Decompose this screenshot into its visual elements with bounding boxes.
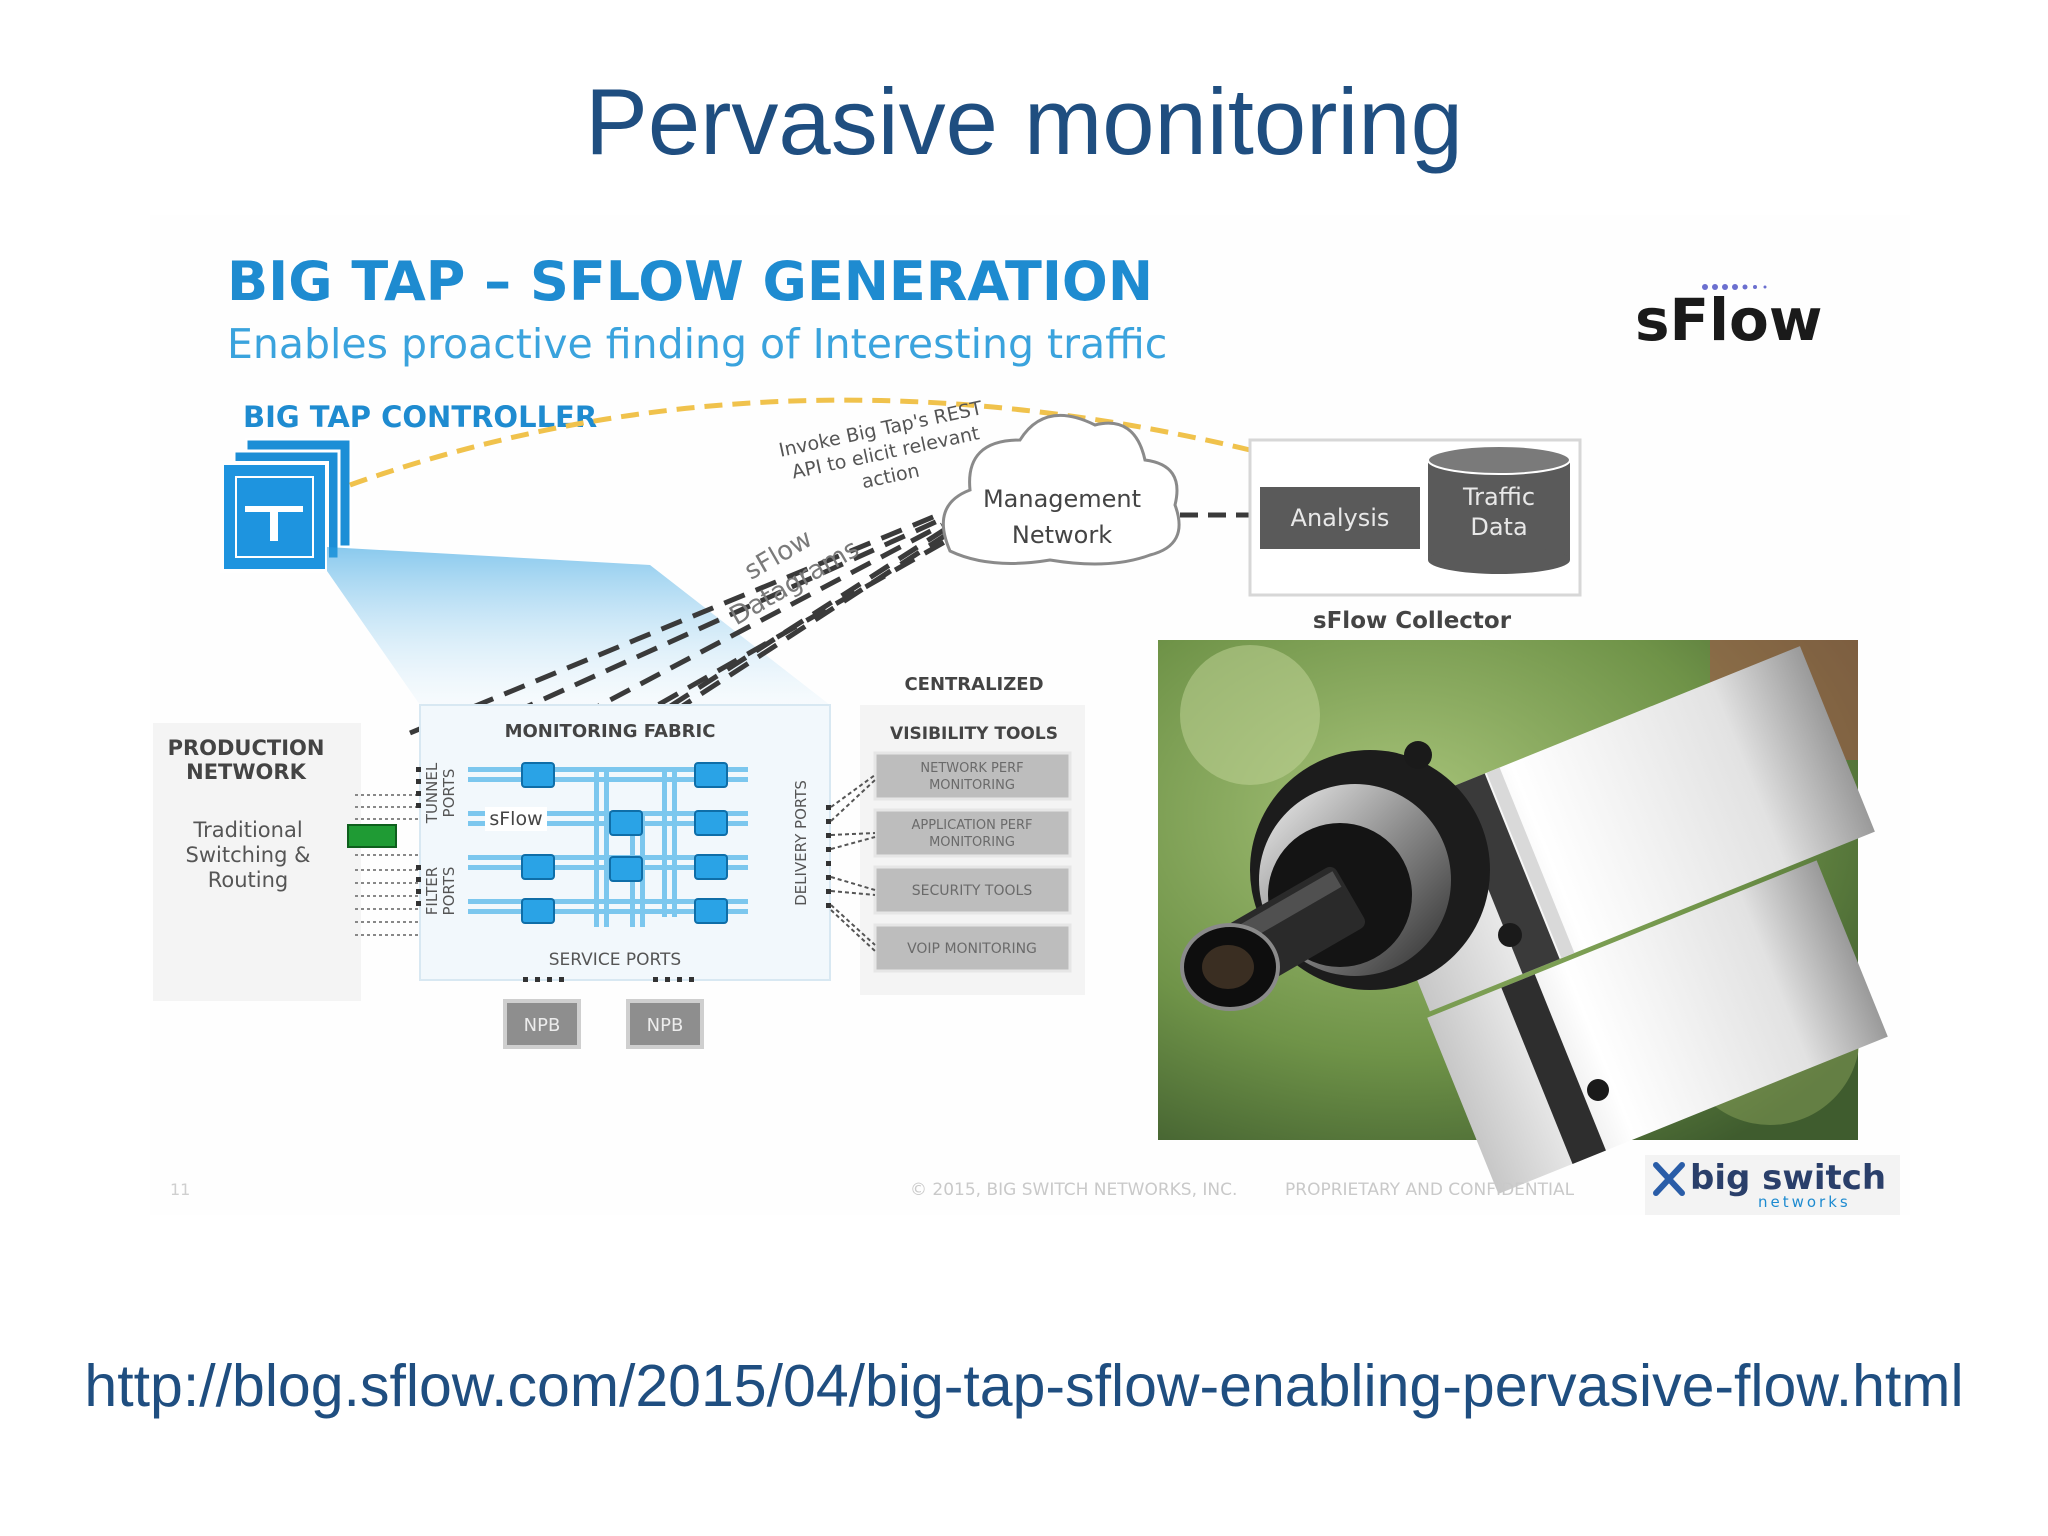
- big-switch-x-icon: [1653, 1162, 1685, 1196]
- tool-label-4: VOIP MONITORING: [907, 941, 1037, 957]
- sflow-tag-bg: [485, 807, 547, 831]
- tool-label-1a: NETWORK PERF: [920, 761, 1023, 776]
- sflow-tag: sFlow: [489, 808, 542, 830]
- controller-beam: [327, 547, 830, 705]
- filter-ports-line-1: FILTER: [423, 867, 441, 915]
- telescope-photo: [1158, 640, 1888, 1194]
- production-network: PRODUCTION NETWORK Traditional Switching…: [153, 723, 420, 1001]
- embedded-copyright: © 2015, BIG SWITCH NETWORKS, INC.: [910, 1180, 1237, 1200]
- tool-voip: VOIP MONITORING: [873, 923, 1072, 973]
- centralized-label: CENTRALIZED: [904, 674, 1043, 695]
- tool-label-1b: MONITORING: [929, 778, 1015, 793]
- traditional-line-3: Routing: [208, 868, 289, 892]
- embedded-diagram: BIG TAP – SFLOW GENERATION Enables proac…: [150, 215, 1910, 1215]
- big-switch-sub: networks: [1758, 1193, 1851, 1211]
- collector-label: sFlow Collector: [1313, 608, 1512, 634]
- management-label-line-2: Network: [1012, 521, 1112, 549]
- traffic-data-line-2: Data: [1470, 513, 1527, 541]
- npb-label-1: NPB: [524, 1015, 561, 1036]
- visibility-tools-label: VISIBILITY TOOLS: [890, 724, 1058, 744]
- source-url[interactable]: http://blog.sflow.com/2015/04/big-tap-sf…: [84, 1353, 1964, 1419]
- traditional-line-1: Traditional: [192, 818, 302, 842]
- analysis-label: Analysis: [1291, 504, 1390, 532]
- diagram-subheading: Enables proactive finding of Interesting…: [227, 320, 1167, 368]
- delivery-ports-label: DELIVERY PORTS: [792, 780, 810, 906]
- fabric-switches: [521, 762, 728, 924]
- big-switch-logo: big switch networks: [1645, 1155, 1900, 1215]
- traditional-line-2: Switching &: [186, 843, 311, 867]
- controller-icon: [220, 437, 353, 573]
- big-switch-name: big switch: [1690, 1158, 1886, 1198]
- tool-label-2b: MONITORING: [929, 835, 1015, 850]
- analysis-box: [1260, 487, 1420, 549]
- sflow-logo-dots: [1702, 284, 1767, 290]
- sflow-collector: Analysis Traffic Data sFlow Collector: [1248, 438, 1582, 634]
- fabric-port-dots: [416, 767, 831, 982]
- diagram-heading: BIG TAP – SFLOW GENERATION: [227, 250, 1153, 313]
- sflow-logo: sFlow: [1635, 284, 1822, 354]
- tool-network-perf: NETWORK PERF MONITORING: [873, 751, 1072, 801]
- production-label-line-1: PRODUCTION: [168, 736, 325, 760]
- datagrams-label: sFlow Datagrams: [725, 524, 865, 632]
- embedded-page-number: 11: [170, 1180, 190, 1199]
- tool-label-3: SECURITY TOOLS: [912, 883, 1033, 899]
- filter-ports-line-2: PORTS: [440, 867, 458, 916]
- tool-label-2a: APPLICATION PERF: [911, 818, 1032, 833]
- visibility-tools: CENTRALIZED VISIBILITY TOOLS NETWORK PER…: [830, 674, 1085, 995]
- management-cloud: Management Network: [941, 413, 1181, 566]
- service-ports-label: SERVICE PORTS: [549, 950, 681, 970]
- npb-box-1: NPB: [503, 999, 581, 1049]
- tool-application-perf: APPLICATION PERF MONITORING: [873, 808, 1072, 858]
- npb-box-2: NPB: [626, 999, 704, 1049]
- production-links: [355, 794, 420, 936]
- production-label-line-2: NETWORK: [186, 760, 306, 784]
- monitoring-fabric: MONITORING FABRIC TUNNEL PORTS FILTER PO…: [416, 704, 831, 982]
- tunnel-ports-line-2: PORTS: [440, 769, 458, 818]
- tunnel-ports-line-1: TUNNEL: [423, 762, 441, 824]
- tool-links: [830, 774, 876, 952]
- traffic-data-cylinder: Traffic Data: [1427, 445, 1571, 574]
- controller-label: BIG TAP CONTROLLER: [243, 400, 597, 434]
- management-label-line-1: Management: [983, 485, 1141, 513]
- diagram-canvas: BIG TAP – SFLOW GENERATION Enables proac…: [153, 250, 1900, 1215]
- traffic-data-line-1: Traffic: [1462, 483, 1535, 511]
- slide-title: Pervasive monitoring: [585, 69, 1463, 174]
- npb-label-2: NPB: [647, 1015, 684, 1036]
- embedded-confidential: PROPRIETARY AND CONFIDENTIAL: [1285, 1180, 1575, 1200]
- tool-security: SECURITY TOOLS: [873, 865, 1072, 915]
- sflow-logo-text: sFlow: [1635, 286, 1822, 354]
- fabric-label: MONITORING FABRIC: [505, 721, 716, 742]
- tap-device-icon: [347, 824, 397, 848]
